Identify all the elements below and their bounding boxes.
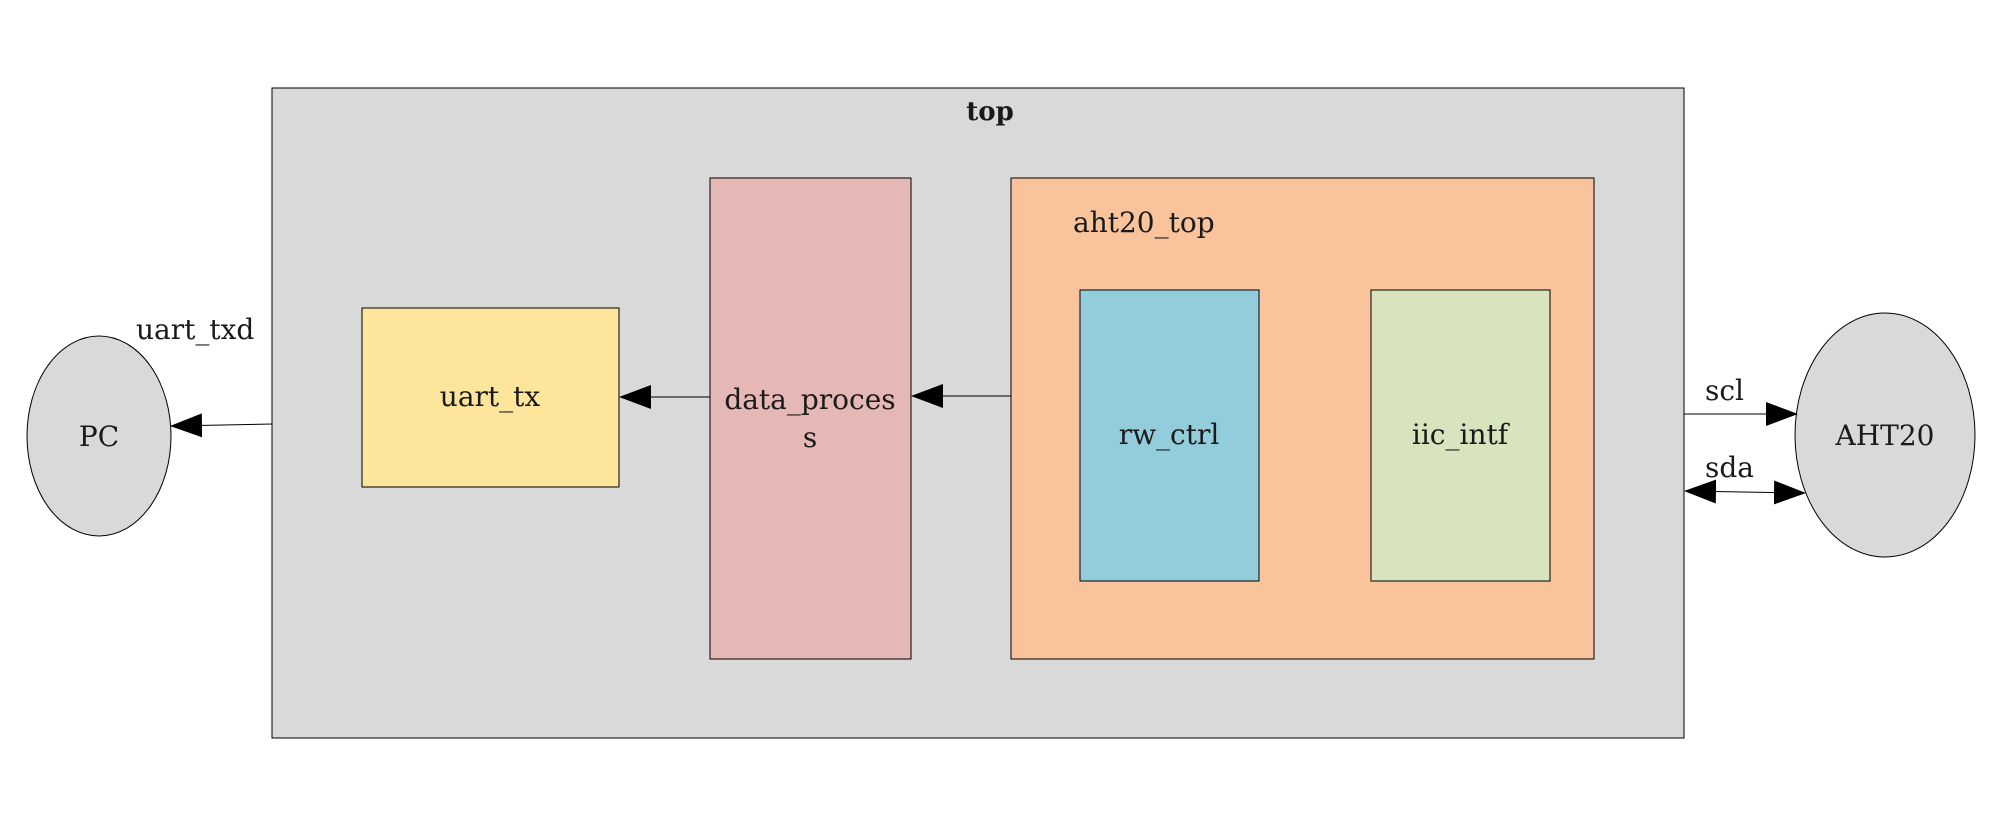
top-label: top — [966, 97, 1014, 127]
aht20-top-label: aht20_top — [1073, 206, 1215, 239]
scl-label: scl — [1705, 374, 1744, 407]
iic-intf-block — [1370, 289, 1551, 582]
rw-ctrl-block — [1079, 289, 1260, 582]
pc-label: PC — [79, 420, 119, 453]
data-process-label-line1: data_proces — [724, 383, 895, 416]
data-process-block — [709, 177, 912, 660]
aht20-label: AHT20 — [1835, 419, 1935, 452]
uart-tx-label: uart_tx — [440, 380, 541, 413]
iic-intf-label: iic_intf — [1412, 418, 1511, 451]
sda-connector — [1684, 479, 1806, 505]
uart-txd-connector — [170, 413, 273, 438]
uart-tx-block — [361, 307, 620, 488]
data-process-label-line2: s — [803, 421, 817, 454]
aht20-endpoint — [1794, 312, 1976, 558]
rw-ctrl-label: rw_ctrl — [1119, 418, 1220, 451]
sda-label: sda — [1705, 451, 1754, 484]
uart-txd-label: uart_txd — [136, 313, 254, 346]
